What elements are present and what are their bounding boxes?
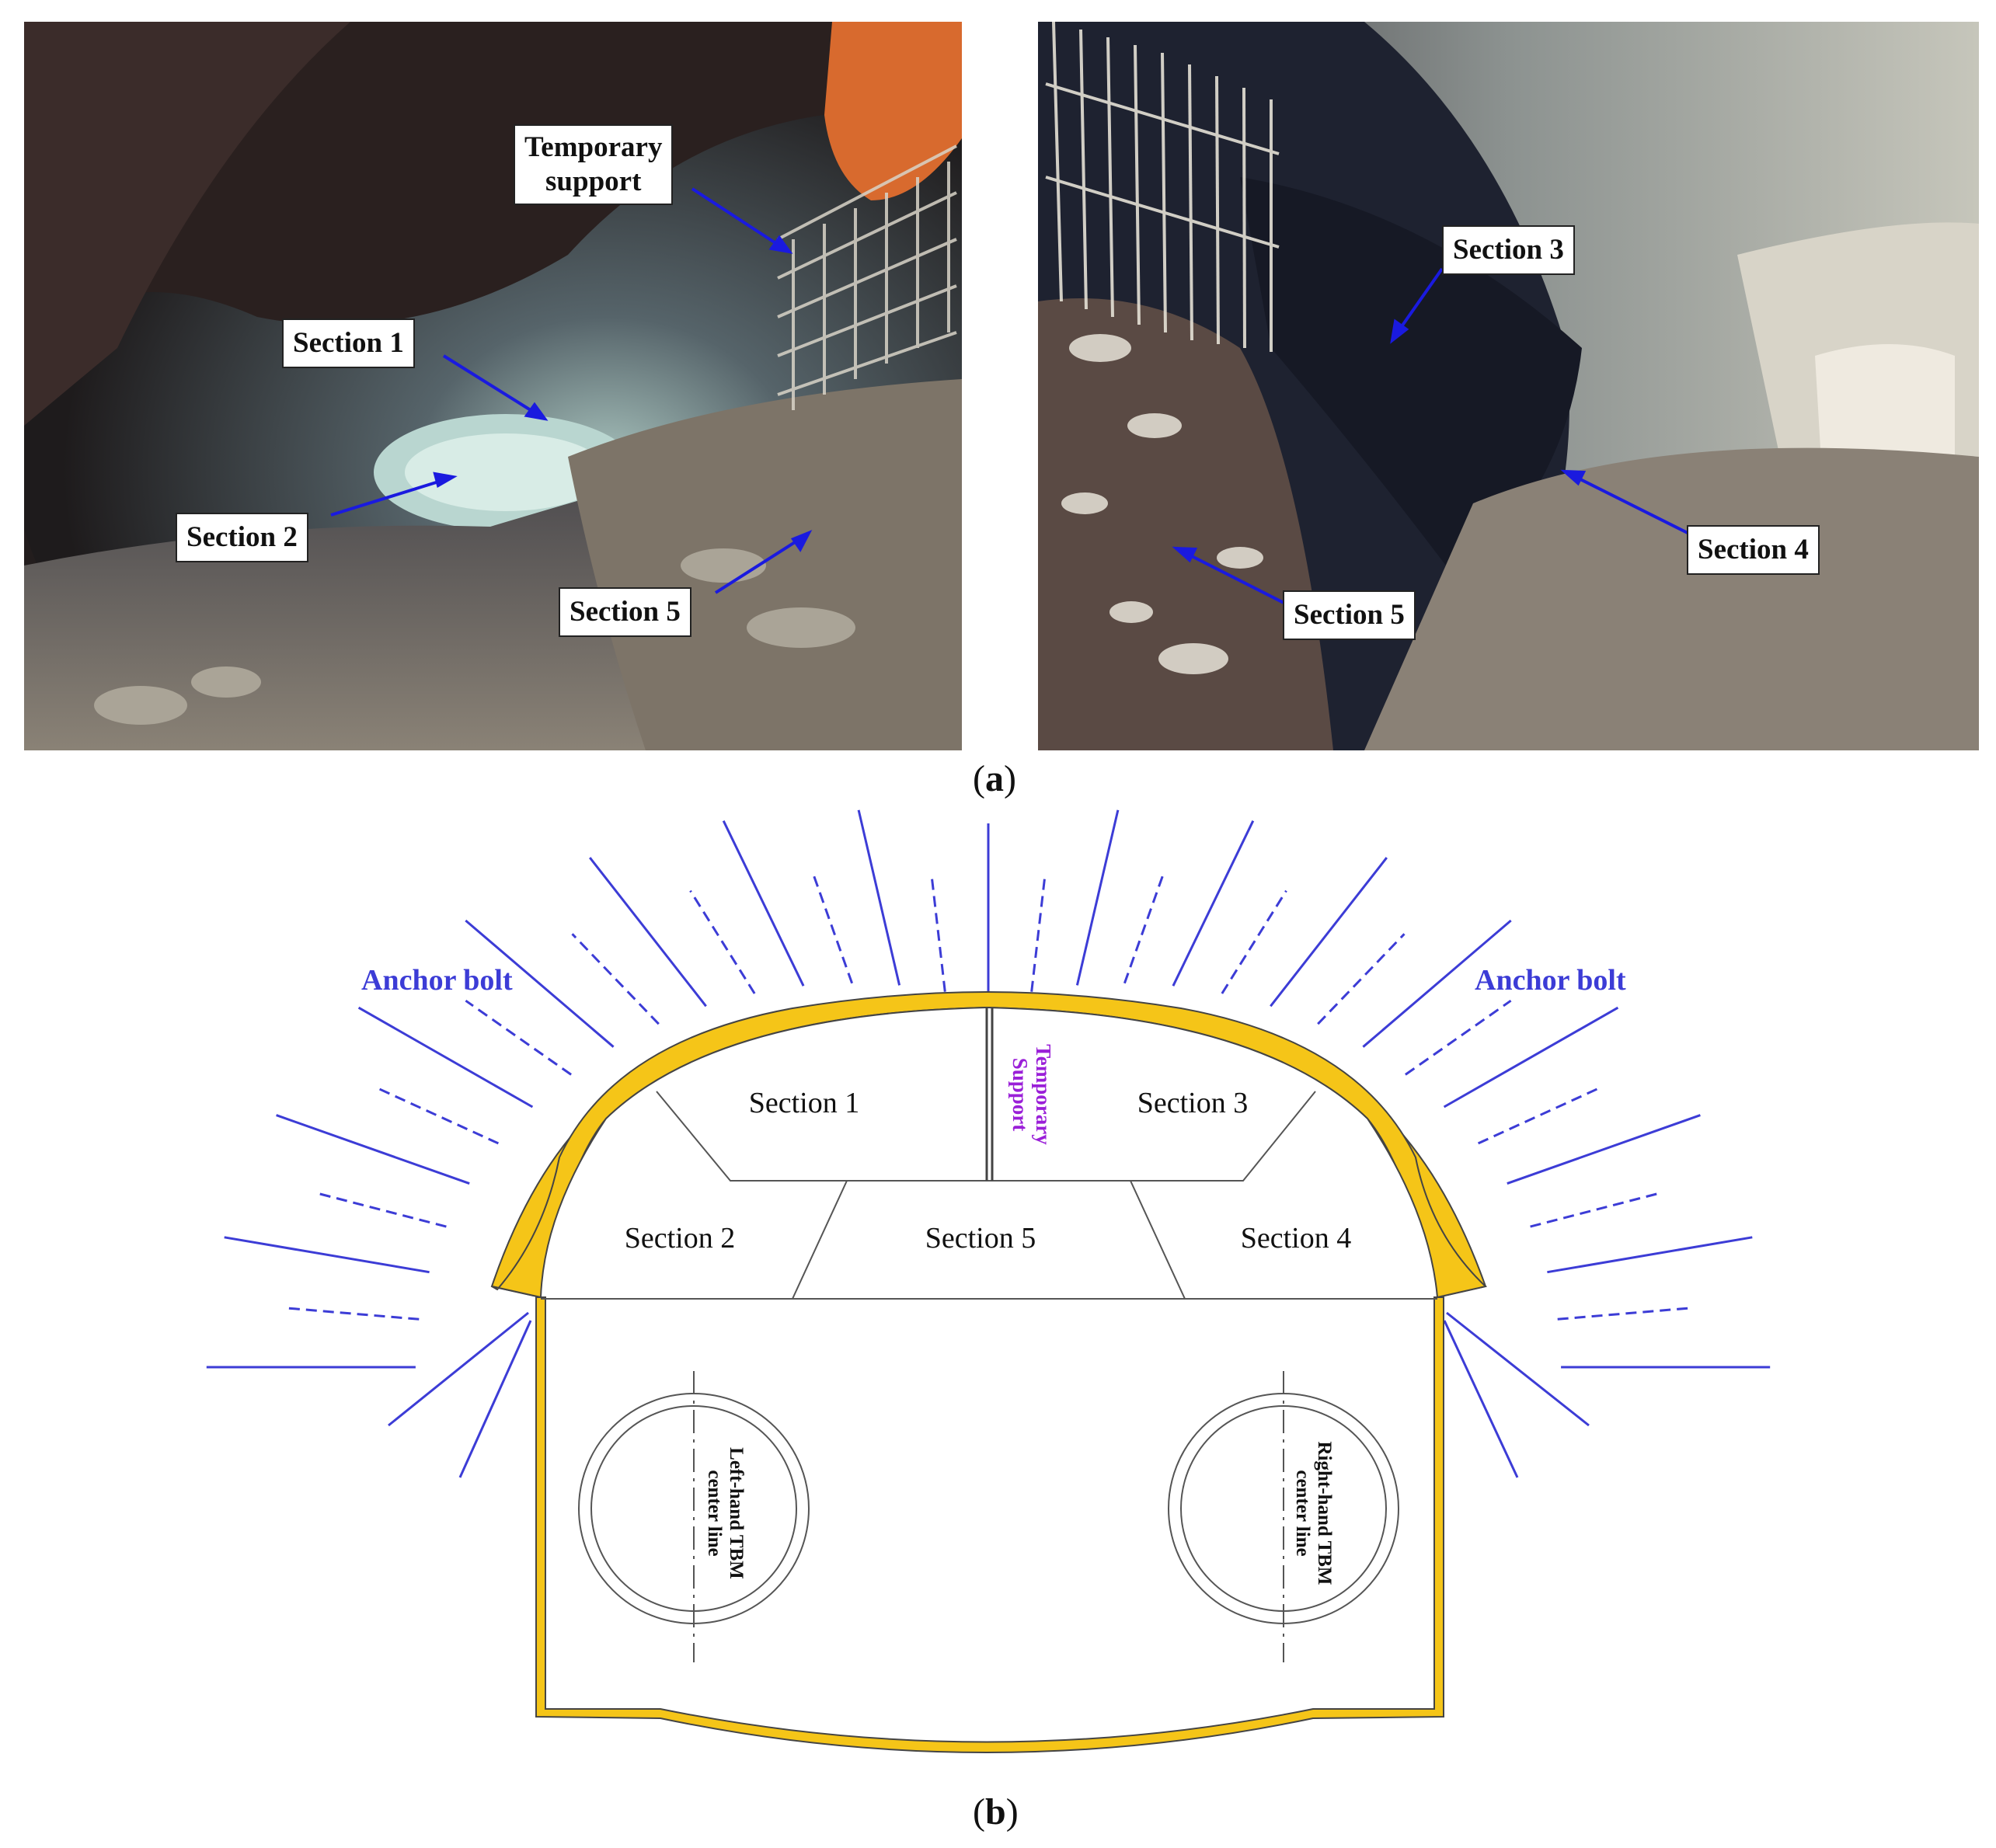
anchor-bolt-line (1075, 809, 1120, 986)
section-partitions (541, 1008, 1437, 1300)
section5-label: Section 5 (925, 1222, 1036, 1255)
section4-label: Section 4 (1241, 1222, 1351, 1255)
anchor-bolt-line (1530, 1192, 1661, 1228)
label-temporary-support-line2: support (545, 165, 642, 197)
caption-b-letter: b (984, 1791, 1006, 1832)
label-temporary-support-line1: Temporary (524, 131, 663, 163)
anchor-bolt-line (276, 1114, 470, 1185)
anchor-bolt-label-right: Anchor bolt (1475, 964, 1626, 997)
section5-right-edge (1130, 1180, 1186, 1300)
temporary-support-label-line2: Support (1008, 1058, 1032, 1132)
anchor-bolt-line (689, 889, 756, 994)
anchor-bolt-line (465, 999, 572, 1076)
anchor-bolt-line (1547, 1236, 1753, 1274)
temporary-support-label-line1: Temporary (1032, 1044, 1055, 1145)
caption-a-letter: a (984, 758, 1004, 799)
label-section5-photo-left: Section 5 (559, 587, 691, 637)
anchor-bolt-lower-left-1 (388, 1311, 529, 1427)
section3-label: Section 3 (1137, 1087, 1248, 1119)
temporary-support-label: Temporary Support (1008, 1044, 1055, 1145)
right-tbm-label-line2: center line (1292, 1470, 1313, 1556)
anchor-bolt-line (1123, 871, 1165, 984)
tunnel-cross-section-diagram: Anchor bolt Anchor bolt Section 1 Sectio… (206, 809, 1771, 1753)
label-section2-photo: Section 2 (176, 513, 308, 562)
anchor-bolt-line (1317, 933, 1406, 1025)
anchor-bolt-lower-left-2 (458, 1320, 532, 1478)
photo-left-image (24, 22, 962, 750)
anchor-bolt-line (1362, 919, 1512, 1048)
label-section3-photo: Section 3 (1442, 225, 1575, 275)
label-section5-photo-right: Section 5 (1283, 590, 1416, 640)
left-tbm-label-line2: center line (704, 1470, 725, 1556)
wall-and-invert-lining (535, 1296, 1444, 1753)
anchor-bolt-line (1507, 1114, 1701, 1185)
anchor-bolt-line (283, 1307, 420, 1321)
photo-right-tunnel: Section 3 Section 4 Section 5 (1038, 22, 1979, 750)
anchor-bolt-line (1405, 999, 1512, 1076)
photo-right-image (1038, 22, 1979, 750)
anchor-bolt-lower-right-2 (1443, 1320, 1519, 1478)
anchor-bolts-lower (388, 1311, 1590, 1478)
right-tbm-label: Right-hand TBM center line (1292, 1441, 1335, 1585)
anchor-bolt-line (315, 1192, 447, 1228)
anchor-bolt-line (1443, 1006, 1619, 1108)
anchor-bolt-line (722, 820, 805, 987)
photo-left-tunnel: Temporary support Section 1 Section 2 Se… (24, 22, 962, 750)
anchor-bolts (206, 809, 1771, 1369)
left-tbm-label: Left-hand TBM center line (704, 1447, 747, 1579)
anchor-bolt-line (465, 919, 615, 1048)
right-tbm-label-line1: Right-hand TBM (1314, 1441, 1335, 1585)
anchor-bolt-line (589, 857, 707, 1008)
section1-label: Section 1 (749, 1087, 859, 1119)
left-tbm-label-line1: Left-hand TBM (726, 1447, 747, 1579)
caption-a: (a) (973, 758, 1016, 799)
anchor-bolt-line (811, 871, 854, 984)
anchor-bolt-line (357, 1006, 534, 1108)
anchor-bolt-line (857, 809, 901, 986)
anchor-bolt-line (1030, 875, 1047, 992)
anchor-bolt-line (1557, 1307, 1694, 1321)
anchor-bolt-line (1270, 857, 1388, 1008)
anchor-bolt-line (224, 1236, 430, 1274)
section2-label: Section 2 (625, 1222, 735, 1255)
label-temporary-support: Temporary support (514, 124, 674, 205)
anchor-bolt-line (1221, 889, 1287, 994)
label-section1-photo: Section 1 (282, 318, 415, 368)
anchor-bolt-line (571, 933, 660, 1025)
anchor-bolt-line (930, 875, 946, 992)
section5-left-edge (792, 1180, 848, 1300)
label-section4-photo: Section 4 (1687, 525, 1820, 575)
anchor-bolt-line (1172, 820, 1255, 987)
anchor-bolt-line (378, 1087, 500, 1145)
anchor-bolt-label-left: Anchor bolt (361, 964, 513, 997)
anchor-bolt-lower-right-1 (1446, 1311, 1590, 1427)
anchor-bolt-line (1477, 1087, 1599, 1145)
caption-b: (b) (973, 1791, 1019, 1832)
